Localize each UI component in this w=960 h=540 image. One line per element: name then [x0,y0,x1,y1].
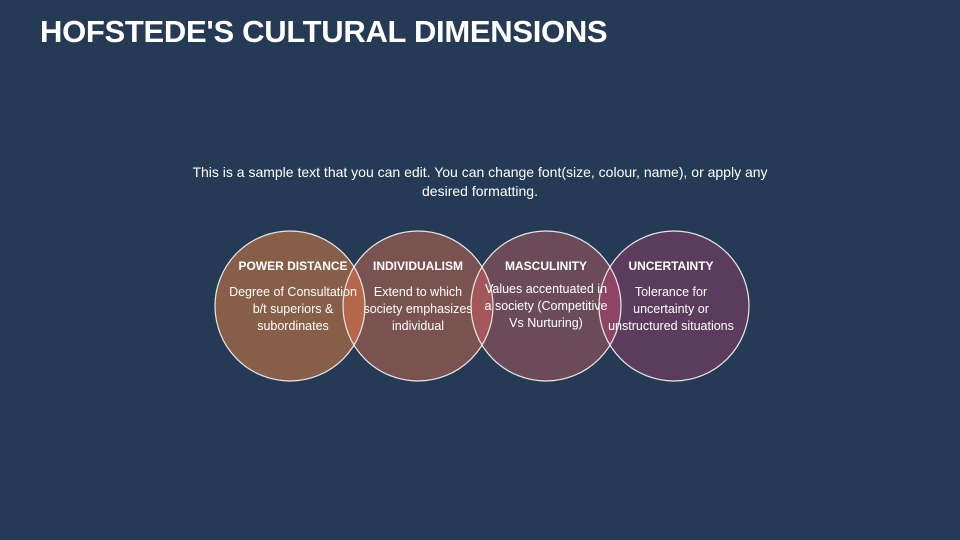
dimension-individualism: INDIVIDUALISM Extend to which society em… [353,258,483,335]
dimension-description: Values accentuated in a society (Competi… [484,282,608,330]
dimension-power-distance: POWER DISTANCE Degree of Consultation b/… [228,258,358,335]
circle-individualism [343,231,493,381]
dimension-heading: POWER DISTANCE [238,259,348,273]
circle-masculinity [471,231,621,381]
dimension-heading: UNCERTAINTY [628,259,714,273]
dimension-description: Degree of Consultation b/t superiors & s… [229,285,357,333]
circle-power-distance [215,231,365,381]
dimension-description: Extend to which society emphasizes indiv… [363,285,473,333]
dimension-heading: INDIVIDUALISM [373,259,463,273]
circle-uncertainty [599,231,749,381]
slide-title: HOFSTEDE'S CULTURAL DIMENSIONS [40,14,608,49]
dimension-heading: MASCULINITY [505,259,587,273]
dimension-masculinity: MASCULINITY Values accentuated in a soci… [481,258,611,332]
dimension-description: Tolerance for uncertainty or unstructure… [608,285,734,333]
dimension-uncertainty: UNCERTAINTY Tolerance for uncertainty or… [606,258,736,335]
slide-subtitle: This is a sample text that you can edit.… [192,164,768,199]
